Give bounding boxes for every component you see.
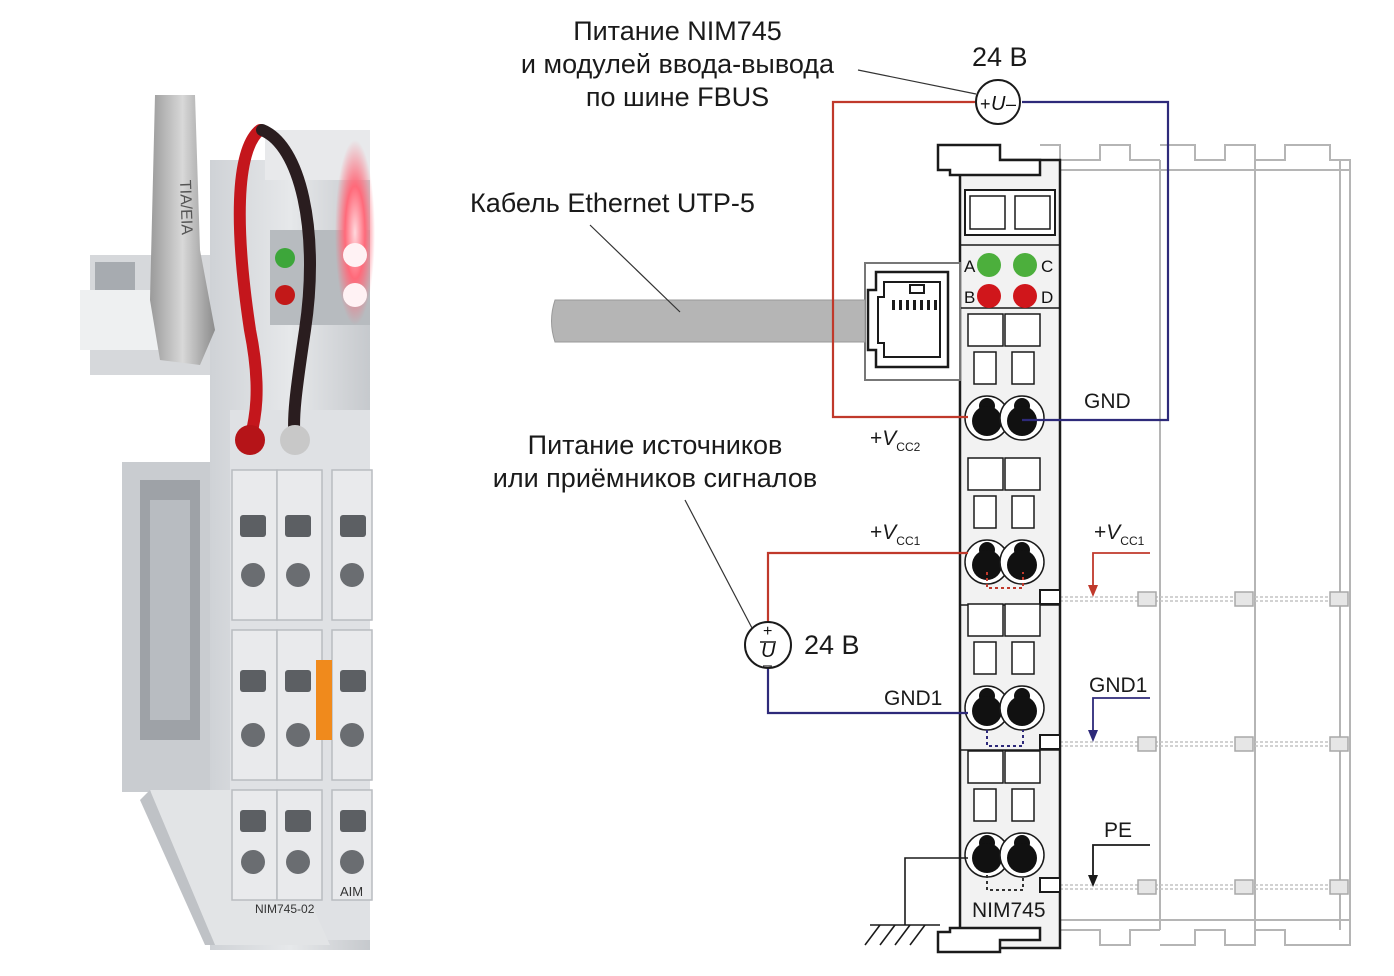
source-top-minus: – [1006, 94, 1016, 114]
terminal-wire-hole [1007, 843, 1037, 873]
rail-arrows [1092, 552, 1150, 880]
photo-neighbor-label: AIM [340, 884, 363, 899]
signal-supply-wiring [766, 551, 968, 715]
signal-power-line2: или приёмников сигналов [492, 463, 818, 493]
release-slot [1004, 603, 1041, 637]
bottom-supply-voltage: 24 В [804, 630, 860, 660]
gnd1-right-label: GND1 [1089, 674, 1148, 697]
terminal-wire-hole [1007, 550, 1037, 580]
vcc1-left-label: +VCC1 [870, 521, 921, 548]
led-b: B [964, 288, 975, 307]
ethernet-cable [551, 299, 866, 343]
led-c [1013, 253, 1037, 277]
release-slot [967, 313, 1004, 347]
release-slot [967, 750, 1004, 784]
release-slot [973, 641, 997, 675]
power-rails [1045, 596, 1350, 890]
module-name-label: NIM745 [972, 899, 1046, 922]
release-slot [973, 788, 997, 822]
release-slot [967, 457, 1004, 491]
fbus-power-line1: Питание NIM745 [573, 16, 782, 46]
release-slot [1011, 351, 1035, 385]
terminal-blocks [964, 313, 1045, 878]
gnd1-jumper [986, 730, 1024, 747]
fbus-power-line2: и модулей ввода-вывода [520, 49, 835, 79]
release-slot [1011, 641, 1035, 675]
ethernet-leader-line [589, 224, 681, 313]
pe-label: PE [1104, 819, 1133, 842]
source-bottom-plus: + [763, 623, 772, 640]
release-slot [1004, 313, 1041, 347]
release-slot [1011, 495, 1035, 529]
release-slot [1004, 457, 1041, 491]
led-d: D [1041, 288, 1053, 307]
pe-jumper [986, 875, 1024, 891]
ethernet-cable-label: Кабель Ethernet UTP-5 [470, 188, 755, 218]
photo-orange-marker [316, 660, 332, 740]
release-slot [1011, 788, 1035, 822]
photo-ethernet-cable [150, 95, 215, 365]
fbus-power-line3: по шине FBUS [585, 82, 770, 112]
source-top-u: U [991, 93, 1006, 115]
terminal-wire-hole [972, 406, 1002, 436]
adjacent-modules [1040, 144, 1351, 946]
led-b [977, 284, 1001, 308]
release-slot [973, 351, 997, 385]
top-supply-voltage: 24 В [972, 42, 1028, 72]
signal-power-label: Питание источников или приёмников сигнал… [470, 432, 840, 492]
led-a: A [964, 257, 976, 276]
fbus-supply-wiring [831, 100, 1170, 422]
release-slot [967, 603, 1004, 637]
vcc1-right-label: +VCC1 [1094, 521, 1145, 548]
signal-leader-line [684, 499, 753, 629]
release-slot [973, 495, 997, 529]
vcc2-label: +VCC2 [870, 427, 921, 454]
photo-led-green [275, 248, 295, 268]
photo-black-wire [256, 124, 316, 446]
ground-icon [864, 857, 968, 946]
source-bottom-u: U [761, 640, 776, 662]
led-d [1013, 284, 1037, 308]
led-a [977, 253, 1001, 277]
photo-cable-print: TIA/EIA [176, 180, 195, 236]
release-slot [1004, 750, 1041, 784]
photo-module-label: NIM745-02 [255, 902, 315, 916]
status-leds: A B C D [964, 253, 1053, 308]
source-bottom-minus: – [763, 657, 772, 674]
led-c: C [1041, 257, 1053, 276]
vcc1-jumper [986, 572, 1024, 589]
source-top-plus: + [980, 94, 991, 114]
gnd1-left-label: GND1 [884, 687, 943, 710]
terminal-wire-hole [972, 550, 1002, 580]
terminal-wire-hole [1007, 696, 1037, 726]
terminal-wire-hole [972, 843, 1002, 873]
signal-power-line1: Питание источников [527, 430, 783, 460]
dc-source-icon-bottom: + U – [744, 621, 792, 674]
dc-source-icon: + U – [975, 79, 1021, 125]
gnd-label: GND [1084, 390, 1131, 413]
fbus-leader-line [857, 69, 977, 95]
photo-led-red [275, 285, 295, 305]
photo-red-wire [233, 124, 266, 446]
module-photo: TIA/EIA [80, 95, 375, 950]
terminal-wire-hole [972, 696, 1002, 726]
fbus-power-label: Питание NIM745 и модулей ввода-вывода по… [500, 18, 855, 111]
rj45-socket-icon [864, 262, 961, 381]
